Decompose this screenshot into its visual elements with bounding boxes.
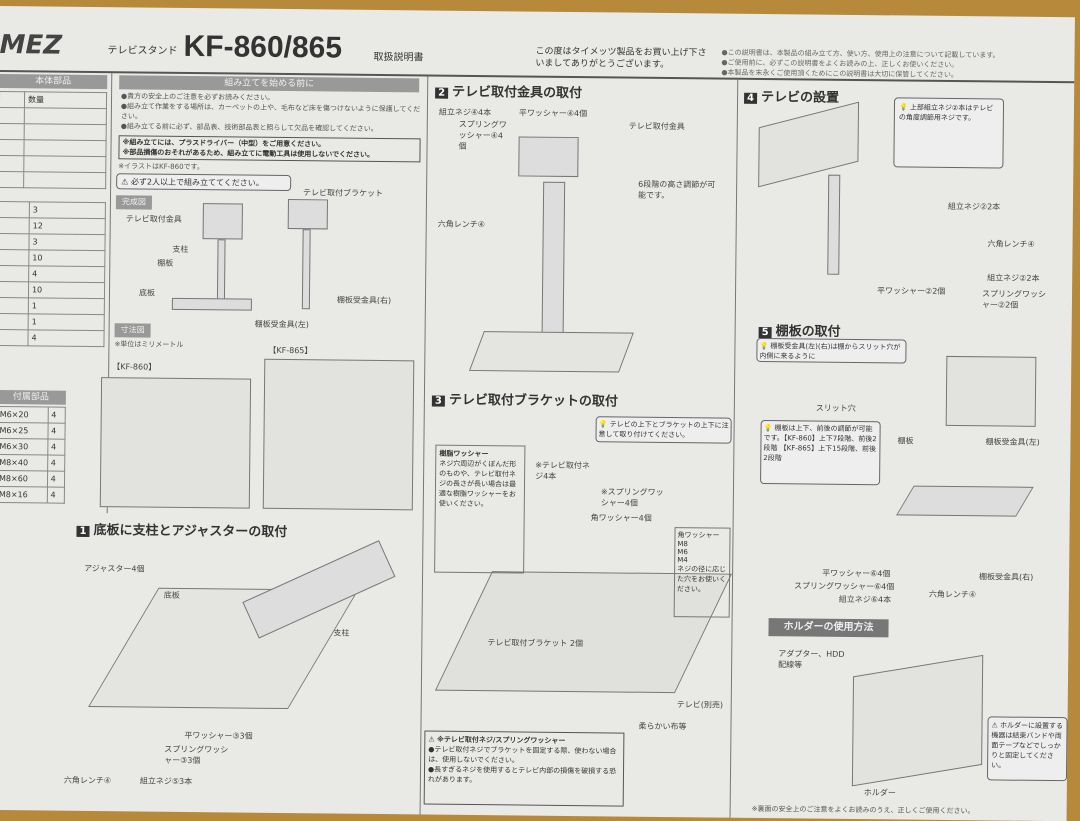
label: 6段階の高さ調節が可能です。: [638, 179, 716, 201]
tip-box: 💡 棚板は上下、前後の調節が可能です。【KF-860】上下7段階、前後2段階 【…: [760, 419, 881, 486]
thanks-text: この度はタイメッツ製品をお買い上げ下さいましてありがとうございます。: [535, 46, 707, 71]
label: スプリングワッシャー④4個: [458, 119, 507, 151]
warning-box: ⚠ 必ず2人以上で組み立ててください。: [116, 173, 292, 192]
label: 棚板受金具(右): [336, 295, 392, 306]
product-type: テレビスタンド: [107, 45, 178, 57]
label: 六角レンチ④: [437, 219, 485, 230]
manual-page: MEZ テレビスタンド KF-860/865 取扱説明書 この度はタイメッツ製品…: [0, 6, 1075, 821]
label: スプリングワッシャー②2個: [981, 289, 1047, 310]
tip-box: 💡 テレビの上下とブラケットの上下に注意して取り付けてください。: [595, 416, 732, 444]
label: 底板: [138, 288, 156, 298]
intro-lines: ●貴方の安全上のご注意を必ずお読みください。●組み立て作業をする場所は、カーペッ…: [120, 92, 421, 133]
label: 棚板: [157, 258, 174, 268]
label: 六角レンチ④: [928, 589, 977, 600]
stand-illustration: [202, 203, 243, 240]
label: スプリングワッシャー⑥4個: [793, 581, 895, 592]
holder-title: ホルダーの使用方法: [768, 618, 889, 638]
tv-back-illustration: [851, 654, 984, 787]
shelf-illustration: [896, 485, 1034, 517]
label: 支柱: [172, 244, 189, 254]
illus-note: ※イラストはKF-860です。: [118, 162, 204, 172]
label: 平ワッシャー③3個: [184, 730, 253, 741]
label: アダプター、HDD配線等: [778, 649, 845, 670]
label: 底板: [163, 590, 180, 600]
label: 平ワッシャー②2個: [877, 286, 946, 296]
label: テレビ取付金具: [125, 214, 182, 224]
label: テレビ取付ブラケット 2個: [487, 638, 584, 649]
label: 組立ネジ④4本: [438, 107, 492, 118]
label: ホルダー: [863, 788, 896, 798]
label: 柔らかい布等: [638, 721, 687, 732]
label: 組立ネジ②2本: [987, 273, 1040, 283]
tip-box: 💡 棚板受金具(左)(右)は棚からスリット穴が内側に来るように: [756, 337, 907, 364]
label: 平ワッシャー④4個: [518, 108, 588, 119]
label: 平ワッシャー⑥4個: [822, 568, 891, 579]
kf865-label: 【KF-865】: [268, 345, 313, 356]
tool-notice: ※組み立てには、プラスドライバー（中型）をご用意ください。※部品損傷のおそれがあ…: [118, 135, 421, 163]
label: ※テレビ取付ネジ4本: [535, 460, 590, 481]
label: スプリングワッシャー③3個: [164, 744, 229, 766]
label: 組立ネジ⑤3本: [139, 776, 193, 787]
label: スリット穴: [815, 403, 856, 413]
dims-label: 寸法図: [114, 323, 151, 338]
base-illustration: [468, 331, 634, 373]
footer-note: ※裏面の安全上のご注意をよくお読みのうえ、正しくご使用ください。: [751, 804, 975, 816]
pole-illustration: [541, 181, 566, 342]
kf860-label: 【KF-860】: [112, 362, 157, 372]
label: 支柱: [333, 628, 350, 638]
pole-illustration: [827, 174, 841, 275]
label: 棚板受金具(右): [979, 572, 1034, 582]
washer-box: 樹脂ワッシャーネジ穴周辺がくぼんだ形のものや、テレビ取付ネジの長さが長い場合は最…: [434, 444, 526, 574]
label: 棚板: [897, 436, 914, 446]
label: 六角レンチ④: [987, 239, 1035, 249]
caution-box: ⚠ ※テレビ取付ネジ/スプリングワッシャー●テレビ取付ネジでブラケットを固定する…: [423, 730, 625, 807]
brand-logo: MEZ: [0, 29, 63, 61]
parts-table: 数量: [0, 91, 107, 189]
manual-label: 取扱説明書: [373, 51, 424, 64]
bracket-illustration: [518, 136, 579, 178]
parts-title: 本体部品: [0, 73, 108, 90]
label: 角ワッシャー4個: [590, 513, 652, 523]
header-notes: ●この説明書は、本製品の組み立て方、使い方、使用上の注意について記載しています。…: [721, 48, 1000, 80]
pole-illustration: [301, 229, 311, 310]
dimension-drawing-860: [99, 377, 252, 509]
stand-illustration: [287, 199, 328, 230]
divider: [419, 76, 429, 815]
tip-box: 💡 上部組立ネジ②本はテレビの角度調節用ネジです。: [893, 97, 1005, 169]
complete-label: 完成図: [115, 195, 153, 210]
label: 棚板受金具(左): [254, 319, 309, 330]
label: アジャスター4個: [84, 563, 145, 574]
label: 棚板受金具(左): [985, 437, 1040, 447]
label: ※スプリングワッシャー4個: [600, 487, 664, 508]
model-title: KF-860/865: [183, 29, 343, 65]
intro-title: 組み立てを始める前に: [119, 75, 420, 93]
pole-illustration: [216, 239, 226, 304]
unit-note: ※単位はミリメートル: [114, 340, 184, 349]
label: 六角レンチ④: [63, 775, 112, 786]
label: 組立ネジ②2本: [947, 201, 1001, 212]
tv-illustration: [758, 101, 860, 188]
label: テレビ(別売): [676, 700, 724, 710]
label: 組立ネジ⑥4本: [838, 594, 892, 605]
label: テレビ取付ブラケット: [303, 188, 384, 199]
label: テレビ取付金具: [628, 121, 685, 132]
parts2-title: 付属部品: [0, 389, 66, 405]
base-illustration: [171, 297, 252, 311]
divider: [729, 79, 739, 818]
dimension-drawing-865: [262, 358, 415, 511]
tv-illustration: [945, 355, 1037, 427]
caution-box: ⚠ ホルダーに設置する機器は結束バンドや両面テープなどでしっかりと固定してくださ…: [986, 716, 1068, 782]
